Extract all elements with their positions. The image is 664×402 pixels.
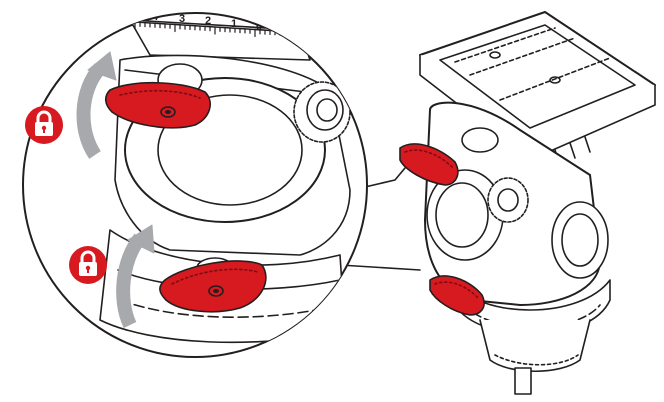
plate-screw-1	[489, 51, 501, 59]
padlock-icon	[69, 246, 107, 284]
plate-screw-2	[549, 76, 561, 84]
front-dial	[551, 201, 609, 279]
side-drum-inner	[435, 182, 489, 248]
scale-label-2: 2	[205, 15, 211, 27]
magnified-detail: 4 3 2 1 0	[22, 11, 421, 358]
lower-rotation-arrowhead	[127, 224, 155, 254]
scale-plate	[129, 19, 311, 61]
plate-slot-2	[469, 37, 576, 76]
lower-lock-lever-full	[429, 275, 485, 316]
center-stud	[514, 367, 532, 395]
front-dial-inner	[561, 213, 599, 267]
lower-pan-lock-lever	[159, 260, 267, 313]
scale-label-0: 0	[256, 21, 262, 33]
upper-rotation-arrowhead	[87, 51, 117, 81]
fluid-head-full-view	[399, 11, 656, 395]
upper-boss	[461, 127, 499, 153]
plate-slot-3	[499, 57, 611, 101]
upper-rotation-arrow	[76, 63, 106, 159]
lower-rotation-arrow	[116, 233, 146, 329]
scale-label-1: 1	[231, 18, 237, 30]
side-knob	[487, 177, 529, 223]
upper-lock-lever-full	[399, 143, 459, 186]
bowl-ridges	[494, 354, 579, 366]
scale-label-3: 3	[179, 13, 185, 25]
counterbalance-knob	[293, 81, 351, 143]
plate-slot-1	[454, 27, 556, 63]
padlock-icon	[25, 106, 63, 144]
side-knob-center	[497, 188, 519, 212]
camera-plate-top-inset	[439, 24, 636, 129]
bowl-body	[479, 319, 591, 373]
scale-label-4: 4	[152, 11, 159, 23]
upper-tilt-lock-lever	[104, 81, 211, 129]
callout-line-lower	[339, 264, 421, 271]
